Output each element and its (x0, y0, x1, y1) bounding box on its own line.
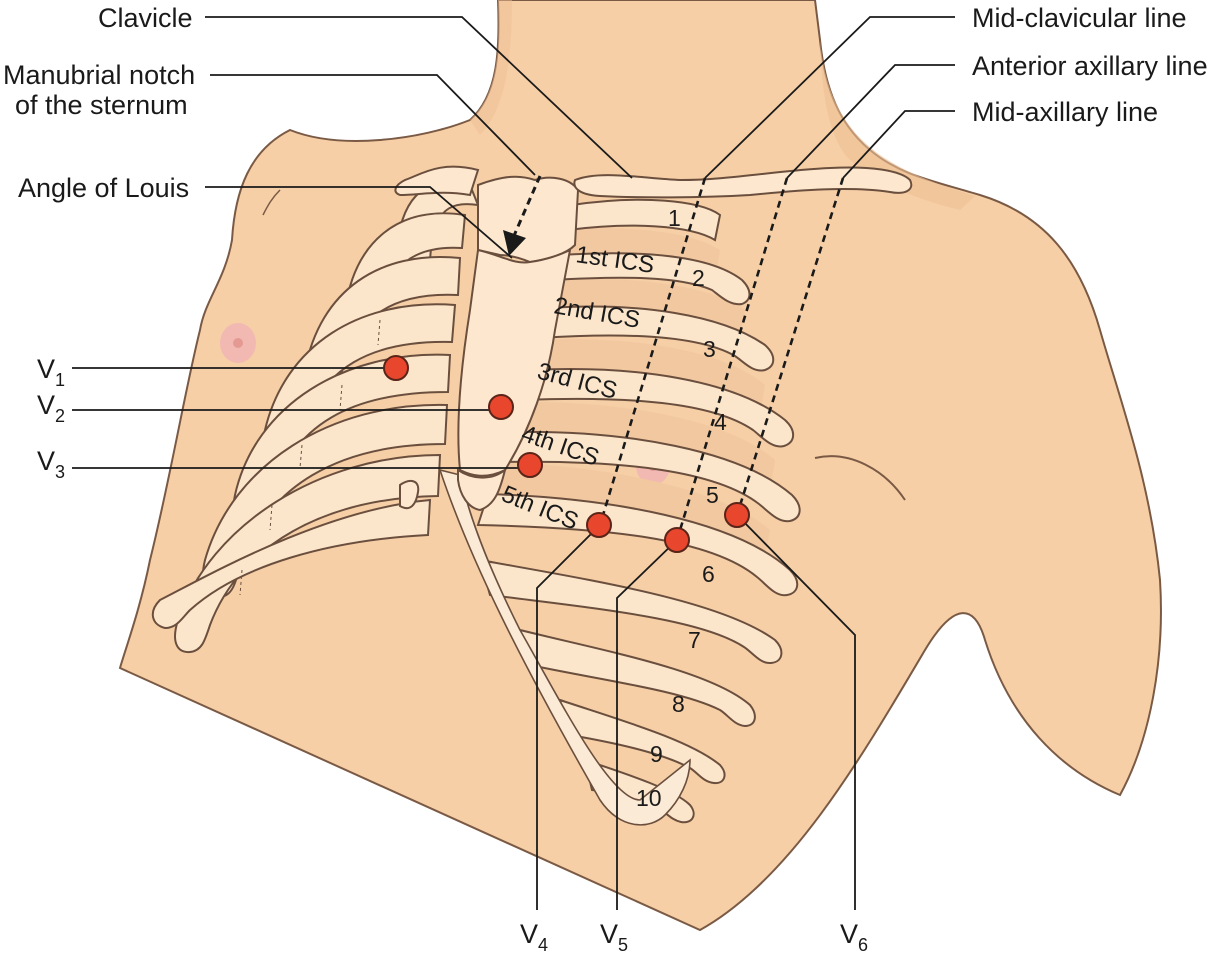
rib-number-7: 7 (688, 627, 701, 653)
label-mid-axillary-line: Mid-axillary line (972, 97, 1158, 127)
manubrial-notch-arrow (503, 175, 542, 256)
electrode-v6 (724, 502, 750, 528)
label-v4: V4 (520, 919, 548, 955)
label-v5: V5 (600, 919, 628, 955)
mid-clavicular-dashed-line (598, 177, 707, 526)
rib-number-1: 1 (668, 205, 681, 231)
left-rib-cage (438, 198, 801, 826)
lead-labels: V1 V2 V3 V4 V5 V6 (37, 354, 868, 955)
rib-number-4: 4 (714, 409, 727, 435)
rib-number-6: 6 (702, 561, 715, 587)
sternum (399, 175, 580, 512)
label-v1: V1 (37, 354, 65, 390)
right-rib-cage (151, 181, 480, 654)
label-v2: V2 (37, 390, 65, 426)
electrode-v2 (488, 394, 514, 420)
label-manubrial-notch-2: of the sternum (15, 90, 188, 120)
rib-number-10: 10 (636, 785, 662, 811)
label-manubrial-notch: Manubrial notch (3, 60, 195, 90)
anterior-axillary-dashed-line (675, 177, 789, 541)
rib-number-2: 2 (692, 265, 705, 291)
reference-lines (598, 177, 845, 541)
leader-lines (72, 16, 955, 910)
label-anterior-axillary-line: Anterior axillary line (972, 51, 1208, 81)
rib-number-5: 5 (706, 482, 719, 508)
label-v3: V3 (37, 446, 65, 482)
label-angle-of-louis: Angle of Louis (18, 173, 189, 203)
electrodes (383, 355, 750, 553)
rib-number-8: 8 (672, 691, 685, 717)
electrode-v5 (664, 527, 690, 553)
rib-number-labels: 1 2 3 4 5 6 7 8 9 10 (636, 205, 727, 811)
mid-axillary-dashed-line (735, 177, 845, 516)
label-v6: V6 (840, 919, 868, 955)
electrode-v4 (586, 512, 612, 538)
clavicles (394, 165, 913, 199)
anatomy-labels: Clavicle Manubrial notch of the sternum … (3, 3, 1208, 203)
label-clavicle: Clavicle (98, 3, 193, 33)
electrode-v1 (383, 355, 409, 381)
label-mid-clavicular-line: Mid-clavicular line (972, 3, 1187, 33)
electrode-v3 (517, 452, 543, 478)
rib-number-9: 9 (650, 741, 663, 767)
rib-number-3: 3 (703, 336, 716, 362)
